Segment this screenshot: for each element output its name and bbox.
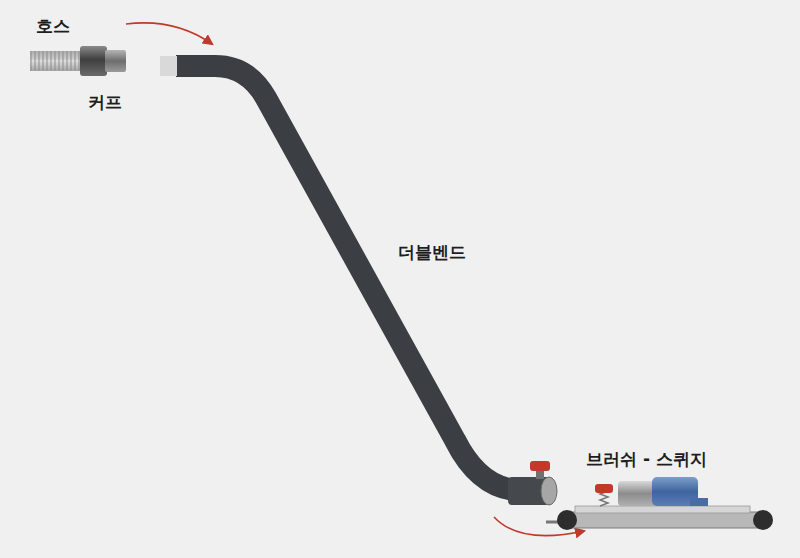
knob	[595, 484, 613, 493]
motor-mount	[690, 498, 708, 506]
top-plate	[575, 506, 750, 513]
spring	[600, 491, 608, 506]
knob	[530, 461, 550, 471]
part-label: 커프	[88, 92, 122, 112]
assembly-arrow	[126, 23, 212, 44]
cuff-end	[105, 50, 126, 72]
part-label: 더블벤드	[398, 242, 466, 262]
roller	[557, 510, 577, 530]
double-bend-tube	[176, 66, 515, 490]
part-label: 브러쉬 - 스퀴지	[586, 449, 707, 469]
base-plate	[562, 512, 766, 528]
cuff-body	[80, 46, 107, 76]
hose-body	[30, 51, 85, 71]
part-label: 호스	[36, 16, 70, 36]
roller	[753, 510, 773, 530]
fitting-opening	[541, 477, 557, 505]
tube-cap	[160, 56, 177, 76]
